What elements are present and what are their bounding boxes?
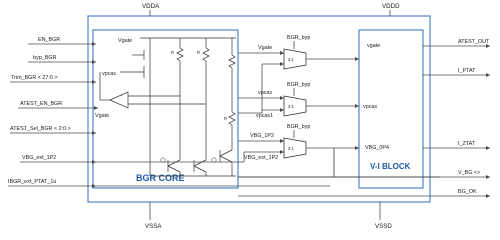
output-bg-ok: BG_OK (458, 189, 477, 195)
input-pins: EN_BGR byp_BGR Trim_BGR < 27:0 > ATEST_E… (8, 37, 98, 188)
input-atest-sel-bgr: ATEST_Sel_BGR < 2:0 > (10, 126, 71, 132)
mux3-input-a: VBG_1P2 (250, 133, 274, 139)
mux-vgate: BGR_byp 2:1 Vgate (238, 35, 359, 70)
mux2-select: BGR_byp (287, 82, 310, 88)
mux2-input-b: vpcas1 (256, 113, 273, 119)
svg-text:-: - (120, 102, 122, 107)
output-i-ptat: I_PTAT (458, 68, 476, 74)
output-i-ztat: I_ZTAT (458, 141, 476, 147)
mux1-select: BGR_byp (287, 35, 310, 41)
vi-pin-vbg-0p4: VBG_0P4 (365, 145, 389, 151)
vddd-label: VDDD (382, 3, 400, 10)
svg-text:2:1: 2:1 (288, 57, 294, 62)
bgr-core-title: BGR CORE (136, 173, 185, 183)
svg-text:+: + (120, 93, 123, 98)
input-byp-bgr: byp_BGR (33, 55, 56, 61)
output-atest-out: ATEST_OUT (458, 39, 490, 45)
mux1-input-a: Vgate (258, 45, 272, 51)
error-amplifier (109, 91, 129, 109)
mux-vbg: BGR_byp 2:1 VBG_1P2 VBG_ext_1P2 (238, 124, 359, 161)
vdda-label: VDDA (142, 3, 160, 10)
vi-block (358, 29, 424, 189)
output-v-bg: V_BG <> (458, 170, 480, 176)
vi-block-title: V-I BLOCK (370, 162, 411, 171)
output-pins: ATEST_OUT I_PTAT I_ZTAT V_BG <> BG_OK (423, 39, 490, 198)
svg-text:R: R (197, 50, 200, 55)
mux2-input-a: vpcas (258, 90, 272, 96)
svg-text:2:1: 2:1 (288, 146, 294, 151)
input-atest-en-bgr: ATEST_EN_BGR (20, 101, 62, 107)
svg-text:R: R (224, 116, 227, 121)
mux-vpcas: BGR_byp 2:1 vpcas vpcas1 (238, 82, 359, 119)
mux3-input-b: VBG_ext_1P2 (244, 155, 278, 161)
bgr-core-block (92, 29, 239, 189)
svg-text:R: R (171, 50, 174, 55)
core-vgate-label: Vgate (118, 38, 132, 44)
input-trim-bgr: Trim_BGR < 27:0 > (11, 75, 58, 81)
bgr-core-schematic: Vgate vpcas R R R + - Vgate (95, 37, 236, 177)
core-vpcas-label: vpcas (102, 71, 116, 77)
vssd-label: VSSD (375, 223, 392, 230)
amp-vgate-label: Vgate (95, 113, 109, 119)
input-ibgr-ext-ptat: IBGR_ext_PTAT_1u (8, 179, 56, 185)
input-vbg-ext-1p2: VBG_ext_1P2 (22, 155, 56, 161)
mux3-select: BGR_byp (287, 124, 310, 130)
input-en-bgr: EN_BGR (38, 37, 60, 43)
vssa-label: VSSA (145, 223, 162, 230)
vi-pin-vpcas: vpcas (363, 104, 377, 110)
bgr-block-diagram: VDDA VDDD VSSA VSSD BGR CORE V-I BLOCK v… (8, 3, 490, 230)
svg-text:2:1: 2:1 (288, 104, 294, 109)
vi-pin-vgate: vgate (367, 43, 380, 49)
